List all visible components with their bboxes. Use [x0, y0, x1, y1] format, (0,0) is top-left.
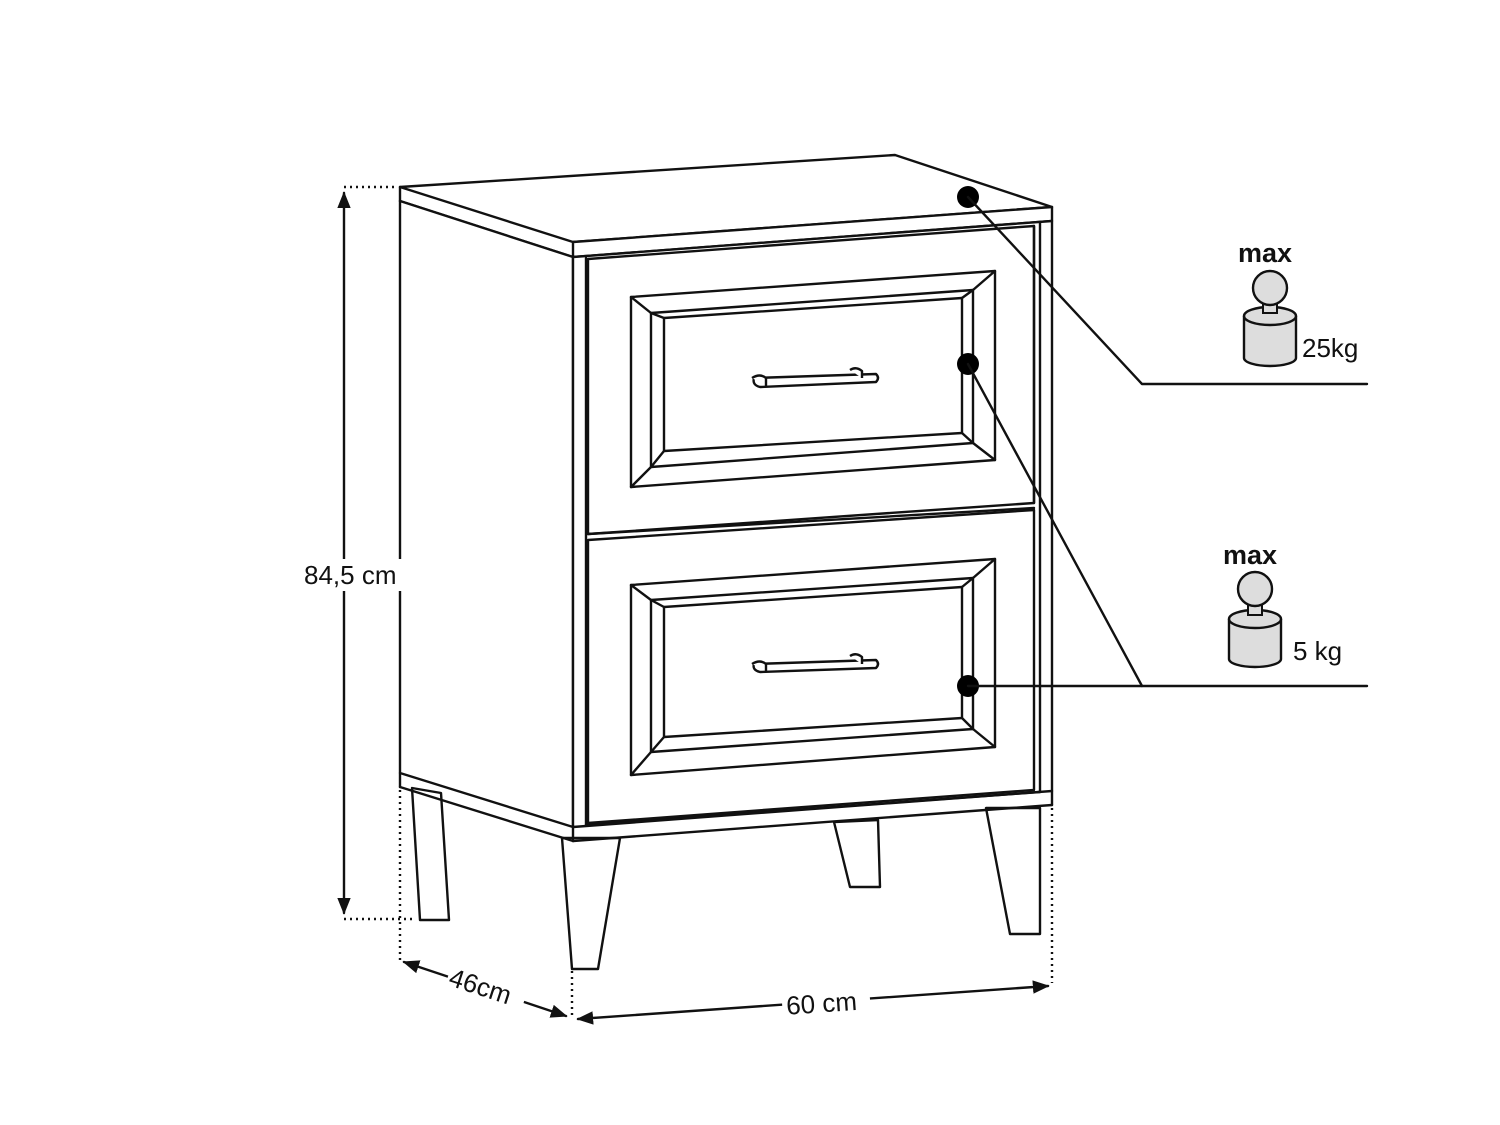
lower-drawer-handle: [751, 653, 880, 674]
leg-back-left: [410, 786, 451, 922]
top-max-label: max: [1238, 238, 1292, 268]
top-max-load-value: 25kg: [1302, 333, 1358, 363]
cabinet-side-panel: [398, 199, 575, 829]
weight-icon-drawer: max 5 kg: [1223, 540, 1342, 669]
load-callouts: max 25kg max 5 kg: [957, 186, 1369, 697]
leg-front-right: [984, 806, 1042, 936]
weight-icon-top: max 25kg: [1238, 238, 1358, 368]
leg-front-left: [560, 836, 622, 971]
leg-back-right: [832, 818, 882, 889]
upper-drawer-handle: [751, 367, 880, 389]
upper-drawer: [586, 224, 1036, 536]
lower-drawer: [586, 508, 1036, 825]
drawer-max-load-value: 5 kg: [1293, 636, 1342, 666]
height-dimension-label: 84,5 cm: [304, 560, 397, 590]
nightstand-drawing: [398, 153, 1054, 971]
width-dimension-label: 60 cm: [785, 986, 858, 1021]
drawer-max-label: max: [1223, 540, 1277, 570]
